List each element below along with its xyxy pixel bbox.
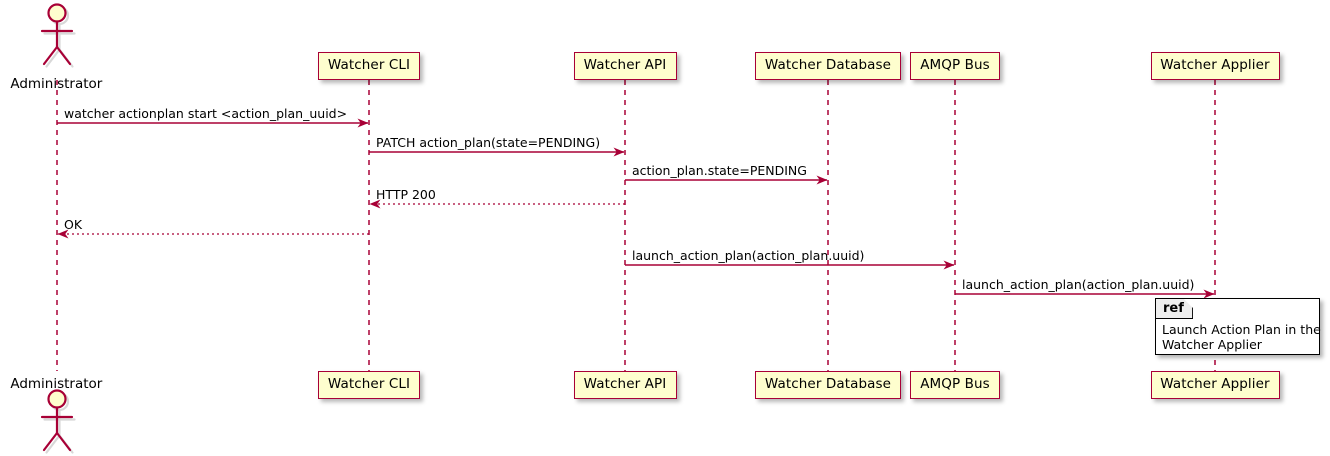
message-label-msg-7: launch_action_plan(action_plan.uuid) xyxy=(962,277,1195,292)
actor-label-administrator-bottom: Administrator xyxy=(10,376,103,392)
participant-box-watcher-cli-bottom[interactable]: Watcher CLI xyxy=(318,371,420,399)
message-label-msg-6: launch_action_plan(action_plan.uuid) xyxy=(632,248,865,263)
message-label-msg-1: watcher actionplan start <action_plan_uu… xyxy=(64,106,348,121)
participant-box-watcher-applier-bottom[interactable]: Watcher Applier xyxy=(1150,371,1280,399)
message-label-msg-4: HTTP 200 xyxy=(376,187,436,202)
participant-box-watcher-database-top[interactable]: Watcher Database xyxy=(755,52,901,80)
ref-fragment-text: Launch Action Plan in the Watcher Applie… xyxy=(1162,322,1321,352)
participant-box-watcher-database-bottom[interactable]: Watcher Database xyxy=(755,371,901,399)
participant-box-watcher-api-bottom[interactable]: Watcher API xyxy=(573,371,677,399)
participant-box-watcher-applier-top[interactable]: Watcher Applier xyxy=(1150,52,1280,80)
ref-fragment: ref Launch Action Plan in the Watcher Ap… xyxy=(1155,298,1321,355)
message-label-msg-3: action_plan.state=PENDING xyxy=(632,163,807,178)
message-label-msg-5: OK xyxy=(64,217,83,232)
actor-label-administrator-top: Administrator xyxy=(10,76,103,92)
ref-fragment-tab-label: ref xyxy=(1156,299,1193,319)
ref-fragment-line-2: Watcher Applier xyxy=(1162,337,1262,352)
message-label-msg-2: PATCH action_plan(state=PENDING) xyxy=(376,135,601,150)
participant-box-amqp-bus-bottom[interactable]: AMQP Bus xyxy=(910,371,1000,399)
participant-box-amqp-bus-top[interactable]: AMQP Bus xyxy=(910,52,1000,80)
participant-box-watcher-cli-top[interactable]: Watcher CLI xyxy=(318,52,420,80)
participant-box-watcher-api-top[interactable]: Watcher API xyxy=(573,52,677,80)
ref-fragment-line-1: Launch Action Plan in the xyxy=(1162,322,1321,337)
